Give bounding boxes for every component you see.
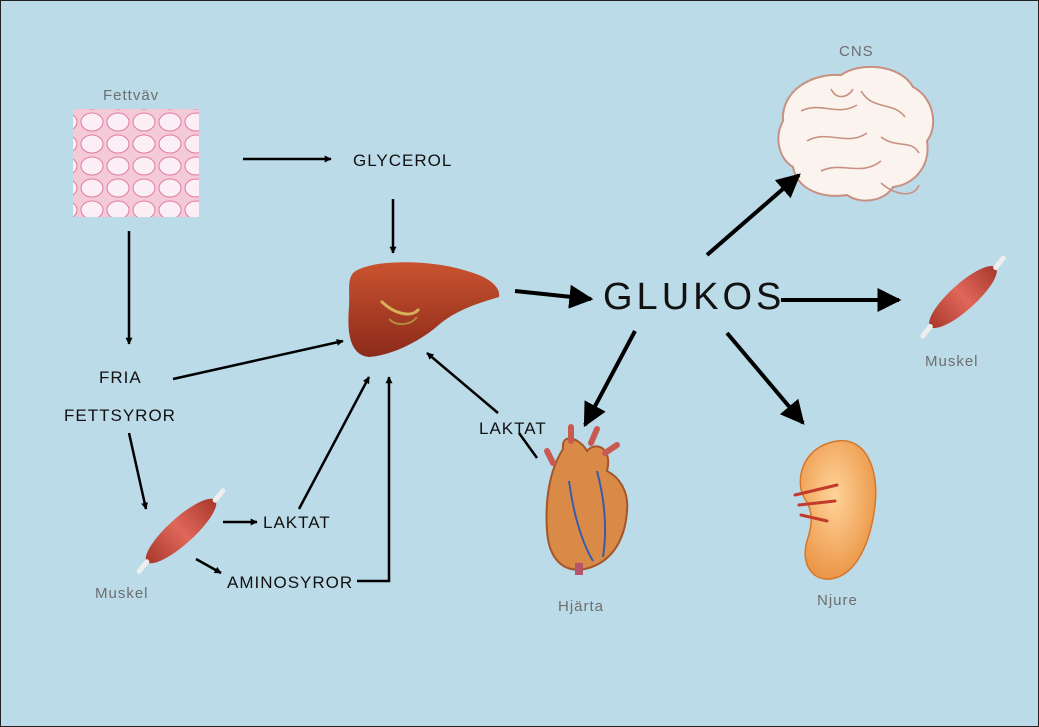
- heart-icon: [547, 427, 628, 575]
- brain-icon: [778, 67, 933, 201]
- liver-icon: [348, 262, 499, 357]
- arrows: [129, 159, 899, 581]
- label-hjarta: Hjärta: [558, 598, 604, 615]
- muscle-icon-right: [913, 250, 1014, 344]
- adipose-tissue-image: [73, 109, 199, 217]
- label-glycerol: GLYCEROL: [353, 151, 452, 171]
- label-njure: Njure: [817, 592, 858, 609]
- label-laktat-muscle: LAKTAT: [263, 513, 331, 533]
- label-aminosyror: AMINOSYROR: [227, 573, 353, 593]
- label-fettsyror: FETTSYROR: [64, 406, 176, 426]
- label-fria: FRIA: [99, 368, 142, 388]
- label-cns: CNS: [839, 43, 874, 60]
- label-laktat-heart: LAKTAT: [479, 419, 547, 439]
- label-glukos: GLUKOS: [603, 276, 785, 319]
- label-fettvav: Fettväv: [103, 87, 159, 104]
- kidney-icon: [795, 441, 876, 579]
- label-muskel-left: Muskel: [95, 585, 149, 602]
- label-muskel-right: Muskel: [925, 353, 979, 370]
- muscle-icon-left: [129, 483, 233, 580]
